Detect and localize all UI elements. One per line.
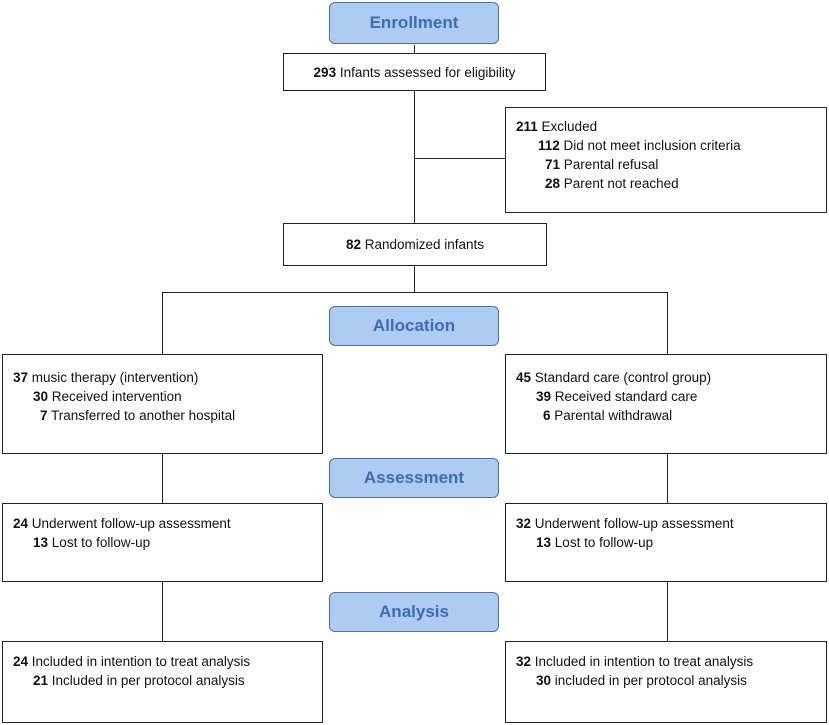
connector-line bbox=[414, 158, 505, 159]
analysis-count: 32 bbox=[516, 654, 532, 669]
analysis-count: 24 bbox=[13, 654, 29, 669]
assessment-label: Underwent follow-up assessment bbox=[534, 516, 734, 531]
excluded-label: Excluded bbox=[541, 119, 598, 134]
assessed-count: 293 bbox=[313, 64, 337, 80]
assessment-count: 32 bbox=[516, 516, 532, 531]
randomized-label: Randomized infants bbox=[364, 237, 485, 252]
item-label: Included in per protocol analysis bbox=[51, 673, 245, 688]
connector-line bbox=[162, 292, 668, 293]
randomized-count: 82 bbox=[345, 237, 361, 252]
connector-line bbox=[414, 90, 415, 223]
item-count: 13 bbox=[536, 535, 552, 550]
connector-line bbox=[162, 454, 163, 503]
assessed-label: Infants assessed for eligibility bbox=[339, 64, 516, 80]
connector-line bbox=[667, 582, 668, 641]
intervention-analysis-box: 24 Included in intention to treat analys… bbox=[2, 641, 323, 723]
analysis-label: Included in intention to treat analysis bbox=[534, 654, 754, 669]
item-count: 30 bbox=[33, 389, 49, 404]
control-allocation-box: 45 Standard care (control group) 39 Rece… bbox=[505, 354, 827, 454]
assessed-box: 293 Infants assessed for eligibility bbox=[283, 53, 546, 91]
exclusion-reason: Did not meet inclusion criteria bbox=[563, 138, 741, 153]
exclusion-count: 71 bbox=[545, 157, 561, 172]
item-count: 6 bbox=[543, 408, 551, 423]
item-count: 39 bbox=[536, 389, 552, 404]
exclusion-count: 28 bbox=[545, 176, 561, 191]
exclusion-reason: Parental refusal bbox=[563, 157, 659, 172]
excluded-count: 211 bbox=[516, 119, 538, 134]
phase-enrollment: Enrollment bbox=[329, 2, 499, 44]
allocation-count: 37 bbox=[13, 370, 29, 385]
intervention-assessment-box: 24 Underwent follow-up assessment 13 Los… bbox=[2, 503, 323, 582]
allocation-count: 45 bbox=[516, 370, 532, 385]
excluded-box: 211 Excluded 112 Did not meet inclusion … bbox=[505, 107, 827, 213]
item-label: Parental withdrawal bbox=[554, 408, 673, 423]
item-count: 21 bbox=[33, 673, 49, 688]
phase-analysis: Analysis bbox=[329, 592, 499, 632]
exclusion-reason: Parent not reached bbox=[563, 176, 679, 191]
item-label: Transferred to another hospital bbox=[51, 408, 236, 423]
connector-line bbox=[667, 292, 668, 354]
connector-line bbox=[162, 582, 163, 641]
connector-line bbox=[414, 265, 415, 292]
connector-line bbox=[162, 292, 163, 354]
item-label: Lost to follow-up bbox=[554, 535, 654, 550]
exclusion-count: 112 bbox=[538, 138, 560, 153]
allocation-label: music therapy (intervention) bbox=[31, 370, 199, 385]
item-label: Received standard care bbox=[554, 389, 698, 404]
item-label: Received intervention bbox=[51, 389, 182, 404]
connector-line bbox=[667, 454, 668, 503]
allocation-label: Standard care (control group) bbox=[534, 370, 712, 385]
item-count: 7 bbox=[40, 408, 48, 423]
connector-line bbox=[414, 45, 415, 59]
control-analysis-box: 32 Included in intention to treat analys… bbox=[505, 641, 827, 723]
phase-assessment: Assessment bbox=[329, 458, 499, 498]
phase-allocation: Allocation bbox=[329, 306, 499, 346]
item-label: Lost to follow-up bbox=[51, 535, 151, 550]
assessment-count: 24 bbox=[13, 516, 29, 531]
intervention-allocation-box: 37 music therapy (intervention) 30 Recei… bbox=[2, 354, 323, 454]
item-count: 30 bbox=[536, 673, 552, 688]
assessment-label: Underwent follow-up assessment bbox=[31, 516, 231, 531]
item-label: included in per protocol analysis bbox=[554, 673, 747, 688]
control-assessment-box: 32 Underwent follow-up assessment 13 Los… bbox=[505, 503, 827, 582]
analysis-label: Included in intention to treat analysis bbox=[31, 654, 251, 669]
item-count: 13 bbox=[33, 535, 49, 550]
randomized-box: 82 Randomized infants bbox=[283, 223, 547, 266]
